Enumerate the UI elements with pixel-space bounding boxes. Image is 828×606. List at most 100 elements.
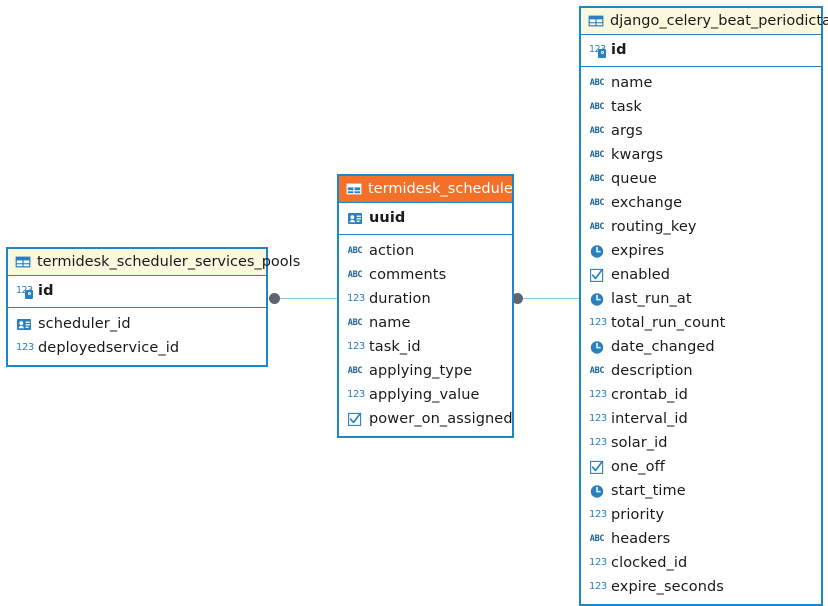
field-row[interactable]: 123 duration <box>339 287 512 311</box>
relationship-line[interactable] <box>272 298 337 299</box>
number-icon: 123 <box>16 342 34 353</box>
field-name: one_off <box>611 459 666 475</box>
text-icon: ABC <box>589 174 605 184</box>
field-name: total_run_count <box>611 315 726 331</box>
primary-key-section: 123id <box>8 276 266 308</box>
relationship-line[interactable] <box>518 298 579 299</box>
number-icon: 123 <box>589 557 607 568</box>
primary-key-section: uuid <box>339 203 512 235</box>
datetime-icon <box>589 483 605 499</box>
text-icon: ABC <box>347 366 363 376</box>
number-icon: 123 <box>589 389 607 400</box>
primary-key-row[interactable]: uuid <box>339 206 512 230</box>
field-name: expires <box>611 243 665 259</box>
field-row[interactable]: enabled <box>581 263 821 287</box>
primary-key-section: 123id <box>581 35 821 67</box>
number-icon: 123 <box>589 413 607 424</box>
number-icon: 123 <box>347 389 365 400</box>
entity-header[interactable]: django_celery_beat_periodictask <box>581 8 828 35</box>
number-icon: 123 <box>347 341 365 352</box>
field-name: power_on_assigned <box>369 411 513 427</box>
text-icon: ABC <box>347 318 363 328</box>
field-row[interactable]: one_off <box>581 455 821 479</box>
field-row[interactable]: start_time <box>581 479 821 503</box>
field-name: last_run_at <box>611 291 692 307</box>
field-row[interactable]: ABC task <box>581 95 821 119</box>
table-icon-white <box>346 181 362 197</box>
field-name: crontab_id <box>611 387 688 403</box>
field-name: uuid <box>369 210 406 226</box>
primary-key-number-icon: 123 <box>16 283 33 299</box>
entity-table-django_celery_beat_periodictask[interactable]: django_celery_beat_periodictask 123idABCn… <box>579 6 828 606</box>
field-name: kwargs <box>611 147 664 163</box>
field-name: priority <box>611 507 665 523</box>
number-icon: 123 <box>589 581 607 592</box>
text-icon: ABC <box>347 270 363 280</box>
field-name: date_changed <box>611 339 715 355</box>
entity-header[interactable]: termidesk_scheduler_services_pools <box>8 249 300 276</box>
text-icon: ABC <box>589 78 605 88</box>
field-row[interactable]: scheduler_id <box>8 312 266 336</box>
field-name: headers <box>611 531 671 547</box>
field-row[interactable]: 123 expire_seconds <box>581 575 821 599</box>
field-name: routing_key <box>611 219 697 235</box>
number-icon: 123 <box>589 317 607 328</box>
field-row[interactable]: 123 total_run_count <box>581 311 821 335</box>
relationship-endpoint[interactable] <box>269 293 280 304</box>
field-row[interactable]: date_changed <box>581 335 821 359</box>
field-row[interactable]: ABC kwargs <box>581 143 821 167</box>
field-row[interactable]: 123 deployedservice_id <box>8 336 266 360</box>
entity-title: django_celery_beat_periodictask <box>610 13 828 29</box>
datetime-icon <box>589 339 605 355</box>
primary-key-row[interactable]: 123id <box>8 279 266 303</box>
entity-header[interactable]: termidesk_scheduler <box>339 176 519 203</box>
boolean-icon <box>589 267 605 283</box>
text-icon: ABC <box>589 102 605 112</box>
number-icon: 123 <box>347 293 365 304</box>
datetime-icon <box>589 291 605 307</box>
primary-key-row[interactable]: 123id <box>581 38 821 62</box>
field-name: enabled <box>611 267 671 283</box>
field-name: expire_seconds <box>611 579 724 595</box>
number-icon: 123 <box>589 437 607 448</box>
field-name: description <box>611 363 693 379</box>
field-name: task <box>611 99 642 115</box>
field-row[interactable]: power_on_assigned <box>339 407 513 431</box>
field-row[interactable]: last_run_at <box>581 287 821 311</box>
text-icon: ABC <box>589 150 605 160</box>
field-row[interactable]: expires <box>581 239 821 263</box>
field-name: name <box>369 315 411 331</box>
field-row[interactable]: 123 crontab_id <box>581 383 821 407</box>
entity-title: termidesk_scheduler <box>368 181 519 197</box>
entity-table-termidesk_scheduler_services_pools[interactable]: termidesk_scheduler_services_pools 123id s… <box>6 247 300 367</box>
field-name: interval_id <box>611 411 688 427</box>
field-row[interactable]: ABC name <box>339 311 512 335</box>
text-icon: ABC <box>589 198 605 208</box>
boolean-icon <box>589 459 605 475</box>
entity-title: termidesk_scheduler_services_pools <box>37 254 301 270</box>
uuid-icon <box>347 210 363 226</box>
field-row[interactable]: 123 interval_id <box>581 407 821 431</box>
field-name: duration <box>369 291 431 307</box>
table-icon <box>15 254 31 270</box>
field-name: deployedservice_id <box>38 340 180 356</box>
text-icon: ABC <box>347 246 363 256</box>
